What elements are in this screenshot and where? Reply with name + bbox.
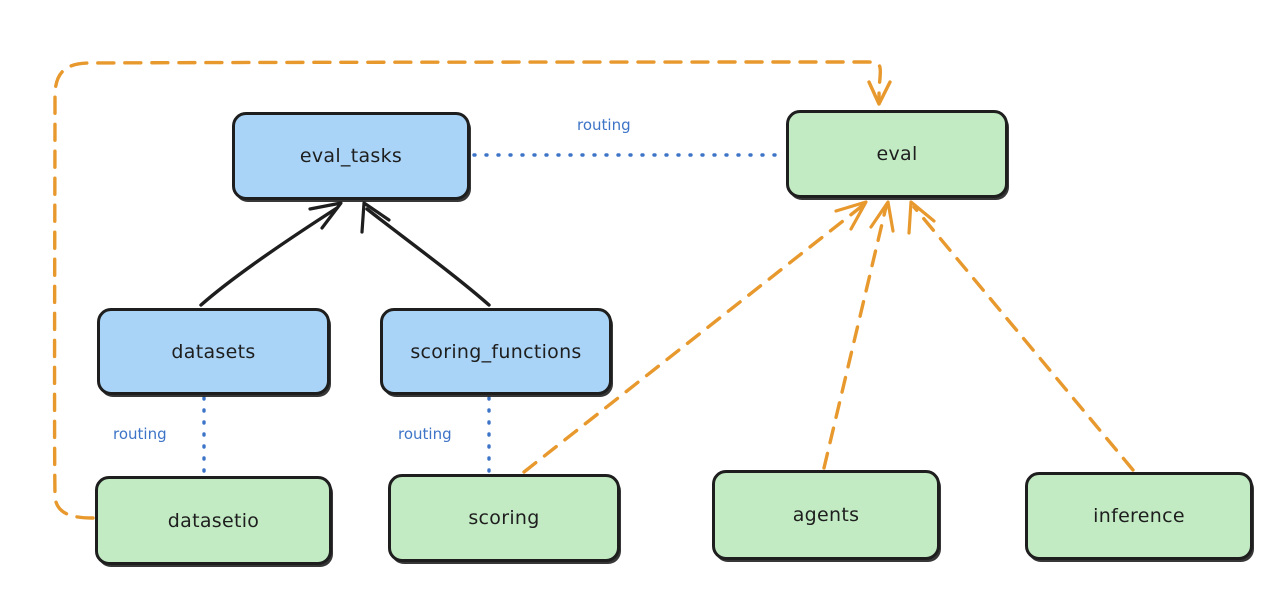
edge-scoring-functions-eval-tasks (360, 201, 491, 307)
edge-label-routing-eval-tasks-eval: routing (577, 116, 631, 134)
node-label-datasetio: datasetio (167, 509, 260, 532)
node-datasetio[interactable]: datasetio (95, 476, 332, 565)
edge-agents-eval (822, 200, 895, 470)
edge-datasetio-eval (52, 60, 892, 520)
node-label-agents: agents (792, 504, 860, 526)
node-label-datasets: datasets (171, 340, 256, 363)
node-label-scoring-functions: scoring_functions (410, 340, 582, 363)
node-datasets[interactable]: datasets (97, 308, 330, 395)
edge-inference-eval (907, 200, 1135, 472)
node-label-eval-tasks: eval_tasks (299, 145, 403, 167)
node-label-scoring: scoring (468, 507, 540, 529)
edge-label-routing-datasets-datasetio: routing (113, 425, 167, 443)
node-label-eval: eval (876, 143, 918, 165)
node-scoring[interactable]: scoring (388, 474, 620, 562)
edge-label-routing-scoring-functions-scoring: routing (398, 425, 452, 443)
node-scoring-functions[interactable]: scoring_functions (380, 308, 612, 395)
node-eval-tasks[interactable]: eval_tasks (232, 112, 470, 200)
node-eval[interactable]: eval (786, 110, 1008, 198)
node-label-inference: inference (1093, 505, 1185, 527)
node-agents[interactable]: agents (712, 470, 940, 560)
edge-datasets-eval-tasks (199, 201, 343, 307)
node-inference[interactable]: inference (1025, 472, 1253, 560)
